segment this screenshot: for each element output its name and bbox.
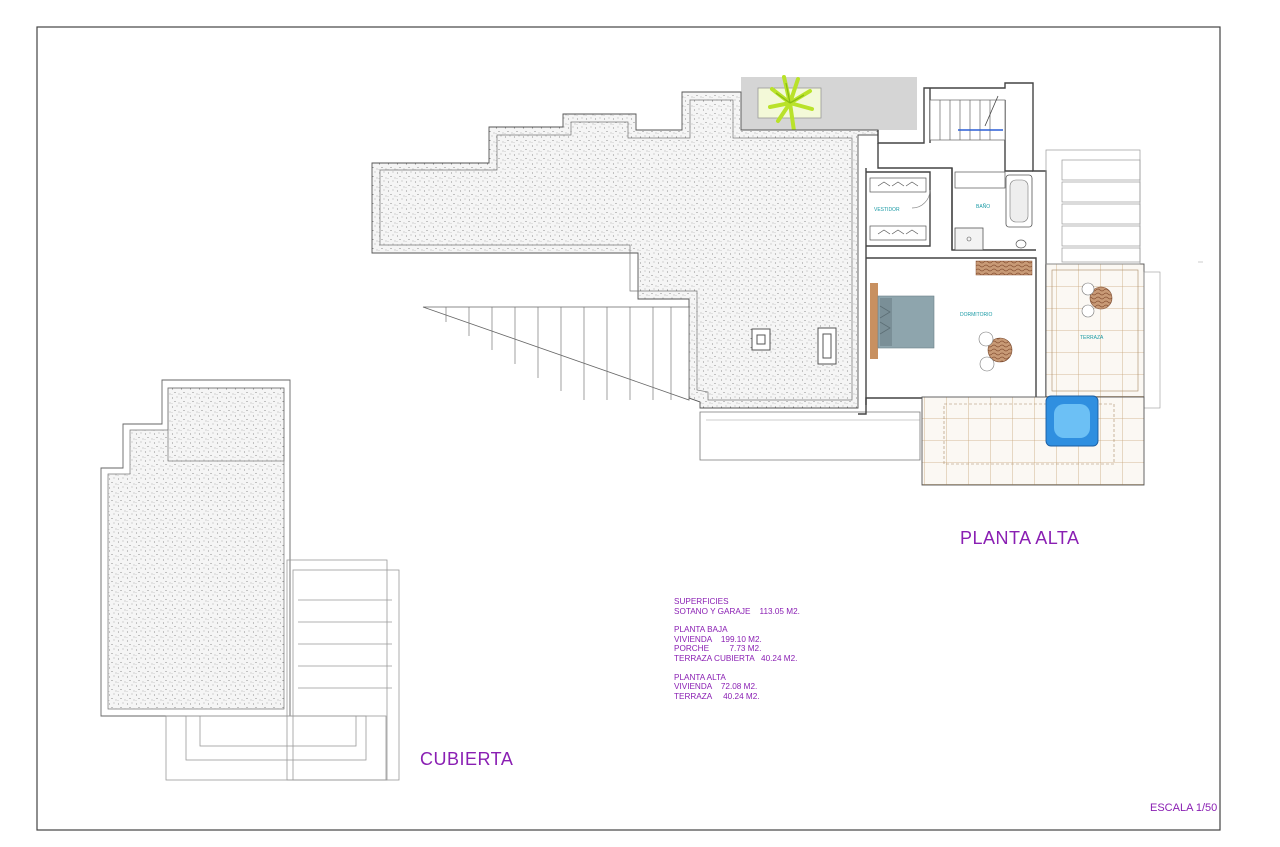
shower-icon (954, 227, 984, 251)
vanity (954, 171, 1006, 189)
room-label-terraza: TERRAZA (1080, 335, 1104, 341)
headboard-wood (870, 283, 878, 359)
surface-areas-table: SUPERFICIES SOTANO Y GARAJE 113.05 M2. P… (674, 597, 800, 701)
terrace-tiled (1045, 263, 1145, 398)
areas-heading: SUPERFICIES (674, 597, 729, 606)
skylight-square (751, 328, 771, 351)
areas-baja-vivienda: VIVIENDA 199.10 M2. (674, 634, 762, 644)
room-label-bano: BAÑO (976, 204, 991, 210)
wardrobe (869, 177, 931, 241)
areas-alta-terraza: TERRAZA 40.24 M2. (674, 691, 760, 701)
areas-baja-terraza: TERRAZA CUBIERTA 40.24 M2. (674, 653, 798, 663)
palm-plant-icon (768, 75, 814, 133)
sloped-roof-slats (422, 306, 690, 401)
room-label-vestidor: VESTIDOR (874, 207, 900, 213)
areas-baja-heading: PLANTA BAJA (674, 625, 728, 635)
planta-alta-plan (371, 75, 1161, 486)
toilet-icon (1015, 239, 1027, 249)
areas-baja-porche: PORCHE 7.73 M2. (674, 644, 762, 654)
bed-icon (877, 295, 935, 349)
ledge (699, 411, 921, 461)
areas-alta-heading: PLANTA ALTA (674, 672, 726, 682)
sheet-border (36, 26, 1221, 831)
cubierta-terrace (165, 559, 400, 781)
round-table-icon (978, 331, 1013, 372)
planta-alta-title: PLANTA ALTA (960, 528, 1080, 548)
room-label-dormitorio: DORMITORIO (960, 312, 993, 318)
cubierta-title: CUBIERTA (420, 749, 514, 769)
areas-alta-vivienda: VIVIENDA 72.08 M2. (674, 682, 758, 692)
desk-wood (975, 260, 1033, 276)
round-table-icon (1081, 282, 1113, 318)
skylight-rect (817, 327, 837, 365)
bathtub-icon (1005, 174, 1033, 228)
cubierta-plan (100, 379, 400, 781)
scale-label: ESCALA 1/50 (1150, 802, 1218, 814)
terrace-lower (921, 396, 1145, 486)
stair-icon (929, 95, 1006, 141)
hot-tub-icon (1045, 395, 1099, 447)
pergola (1045, 149, 1141, 265)
cubierta-stippled (107, 387, 285, 710)
areas-sotano: SOTANO Y GARAJE 113.05 M2. (674, 606, 800, 616)
